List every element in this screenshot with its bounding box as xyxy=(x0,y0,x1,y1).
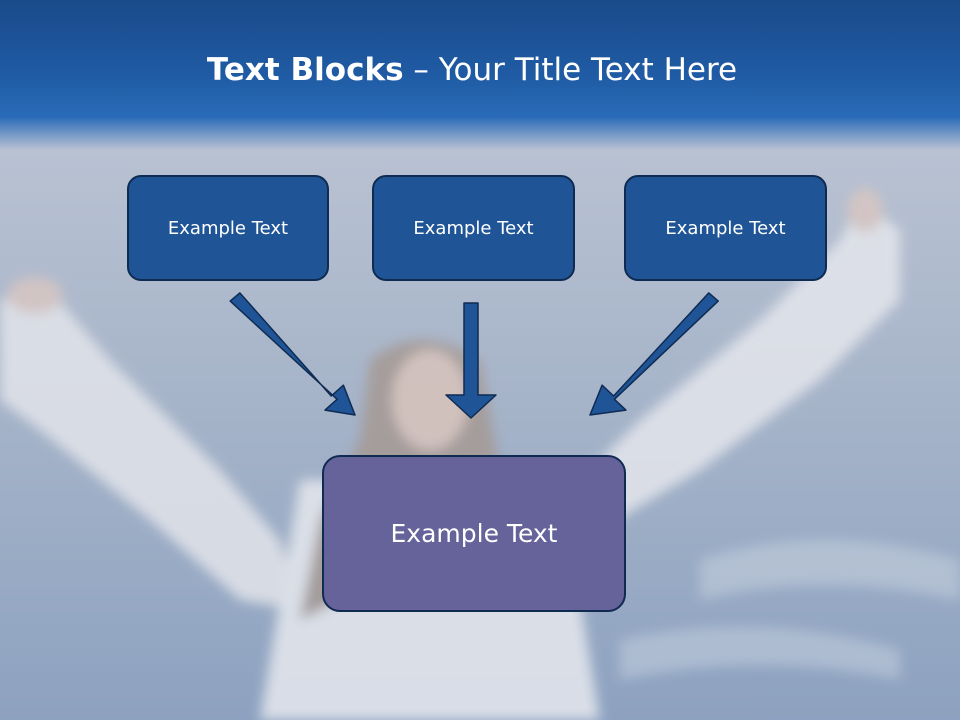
title-bold: Text Blocks xyxy=(206,52,404,88)
text-block-3-label: Example Text xyxy=(665,217,786,239)
target-text-block-label: Example Text xyxy=(390,519,558,548)
text-block-1[interactable]: Example Text xyxy=(127,175,329,281)
target-text-block[interactable]: Example Text xyxy=(322,455,626,612)
arrow-right xyxy=(589,292,719,416)
title-dash: – xyxy=(403,52,439,88)
slide-title: Text Blocks – Your Title Text Here xyxy=(0,52,944,88)
text-block-1-label: Example Text xyxy=(167,217,289,239)
text-block-2-label: Example Text xyxy=(413,217,534,239)
text-block-2[interactable]: Example Text xyxy=(372,175,575,281)
text-block-3[interactable]: Example Text xyxy=(624,175,827,281)
arrow-left xyxy=(229,292,356,416)
title-bar xyxy=(0,0,960,150)
arrow-center xyxy=(445,302,497,419)
title-rest: Your Title Text Here xyxy=(438,52,738,88)
